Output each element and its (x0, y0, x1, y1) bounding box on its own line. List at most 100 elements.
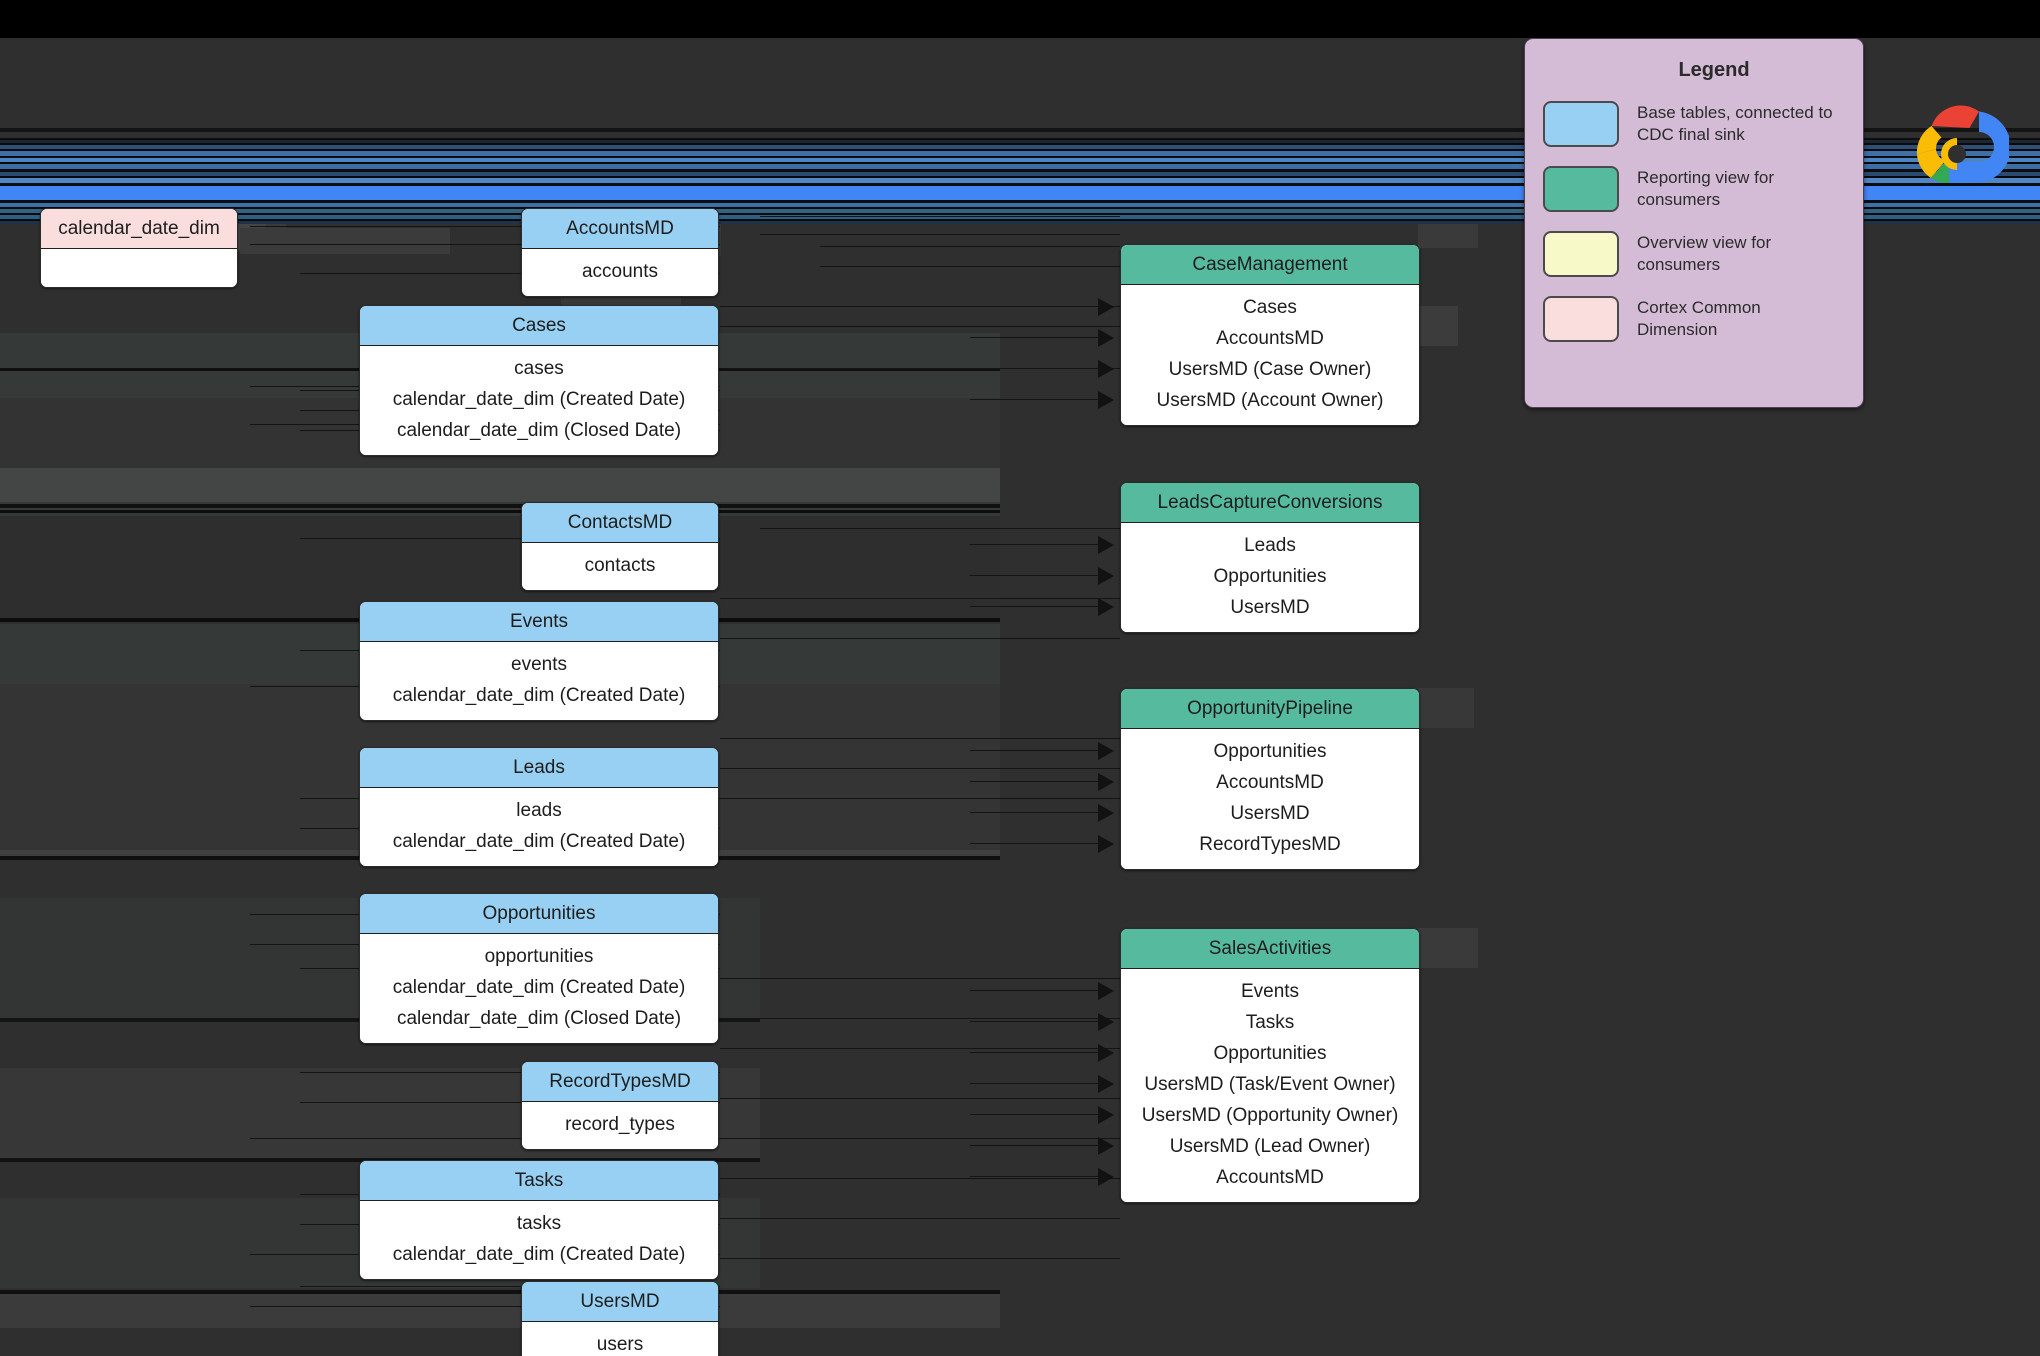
connector-arrowhead (1098, 1044, 1114, 1062)
entity-row: AccountsMD (1216, 1167, 1324, 1188)
entity-row: calendar_date_dim (Created Date) (392, 389, 686, 410)
entity-row: accounts (581, 261, 659, 282)
entity-rows: accounts (522, 249, 718, 296)
connector-line (820, 266, 1120, 267)
render-artifact-band (0, 468, 1000, 502)
render-artifact-band (0, 1290, 1000, 1294)
entity-row: UsersMD (1230, 597, 1310, 618)
entity-row: leads (516, 800, 562, 821)
entity-row: UsersMD (Account Owner) (1156, 390, 1384, 411)
entity-row: opportunities (484, 946, 594, 967)
render-artifact-band (0, 1294, 1000, 1328)
entity-rows (41, 249, 237, 287)
connector-line (720, 368, 1120, 369)
connector-line (820, 246, 1120, 247)
connector-arrowhead (1098, 1137, 1114, 1155)
connector-arrowhead (1098, 982, 1114, 1000)
entity-title: Leads (360, 748, 718, 788)
entity-opportunities[interactable]: Opportunities opportunities calendar_date_… (359, 893, 719, 1044)
connector-line (250, 1306, 720, 1307)
entity-row: Opportunities (1213, 566, 1327, 587)
entity-row: UsersMD (Lead Owner) (1169, 1136, 1371, 1157)
entity-row: AccountsMD (1216, 772, 1324, 793)
render-artifact-band (0, 504, 1000, 508)
entity-row: Leads (1244, 535, 1296, 556)
connector-arrowhead (1098, 773, 1114, 791)
connector-line (720, 738, 1120, 739)
connector-line (970, 812, 1100, 813)
connector-line (300, 273, 720, 274)
entity-title: Opportunities (360, 894, 718, 934)
connector-line (720, 306, 1120, 307)
entity-row: calendar_date_dim (Created Date) (392, 977, 686, 998)
entity-leads[interactable]: Leads leads calendar_date_dim (Created Dat… (359, 747, 719, 867)
connector-line (720, 638, 1120, 639)
legend-item: Reporting view for consumers (1525, 166, 1863, 212)
entity-rows: leads calendar_date_dim (Created Date) (360, 788, 718, 866)
connector-line (970, 1145, 1100, 1146)
connector-line (300, 1286, 720, 1287)
entity-title: SalesActivities (1121, 929, 1419, 969)
entity-title: Cases (360, 306, 718, 346)
entity-row: UsersMD (Task/Event Owner) (1144, 1074, 1396, 1095)
connector-arrowhead (1098, 1075, 1114, 1093)
connector-line (760, 216, 1120, 217)
render-artifact-block (1418, 688, 1474, 728)
entity-title: Tasks (360, 1161, 718, 1201)
legend-panel: Legend Base tables, connected to CDC fin… (1524, 38, 1864, 408)
entity-row: record_types (565, 1114, 675, 1135)
connector-line (970, 368, 1100, 369)
entity-row: tasks (516, 1213, 562, 1234)
entity-row: Events (1240, 981, 1300, 1002)
connector-arrowhead (1098, 360, 1114, 378)
connector-line (970, 990, 1100, 991)
connector-line (720, 1018, 1120, 1019)
connector-arrowhead (1098, 742, 1114, 760)
connector-line (970, 337, 1100, 338)
legend-item: Cortex Common Dimension (1525, 296, 1863, 342)
render-artifact-block (1418, 306, 1458, 346)
connector-arrowhead (1098, 804, 1114, 822)
legend-swatch (1543, 296, 1619, 342)
entity-row: events (511, 654, 567, 675)
render-artifact-band (0, 510, 1000, 513)
legend-swatch (1543, 101, 1619, 147)
connector-line (720, 1138, 1120, 1139)
connector-line (760, 528, 1120, 529)
entity-title: OpportunityPipeline (1121, 689, 1419, 729)
connector-line (760, 234, 1120, 235)
connector-line (720, 1218, 1120, 1219)
connector-line (720, 1258, 1120, 1259)
connector-line (720, 798, 1120, 799)
entity-row: contacts (584, 555, 656, 576)
legend-item-label: Cortex Common Dimension (1637, 298, 1761, 339)
entity-row: Cases (1243, 297, 1297, 318)
legend-swatch (1543, 166, 1619, 212)
connector-line (720, 768, 1120, 769)
connector-line (970, 843, 1100, 844)
connector-arrowhead (1098, 536, 1114, 554)
legend-item-label: Reporting view for consumers (1637, 168, 1775, 209)
entity-title: LeadsCaptureConversions (1121, 483, 1419, 523)
render-artifact-block (1418, 208, 1478, 248)
entity-calendar_date_dim[interactable]: calendar_date_dim (40, 208, 238, 288)
connector-line (970, 750, 1100, 751)
entity-row: Opportunities (1213, 741, 1327, 762)
connector-arrowhead (1098, 1168, 1114, 1186)
entity-row: calendar_date_dim (Created Date) (392, 831, 686, 852)
connector-line (250, 1138, 720, 1139)
